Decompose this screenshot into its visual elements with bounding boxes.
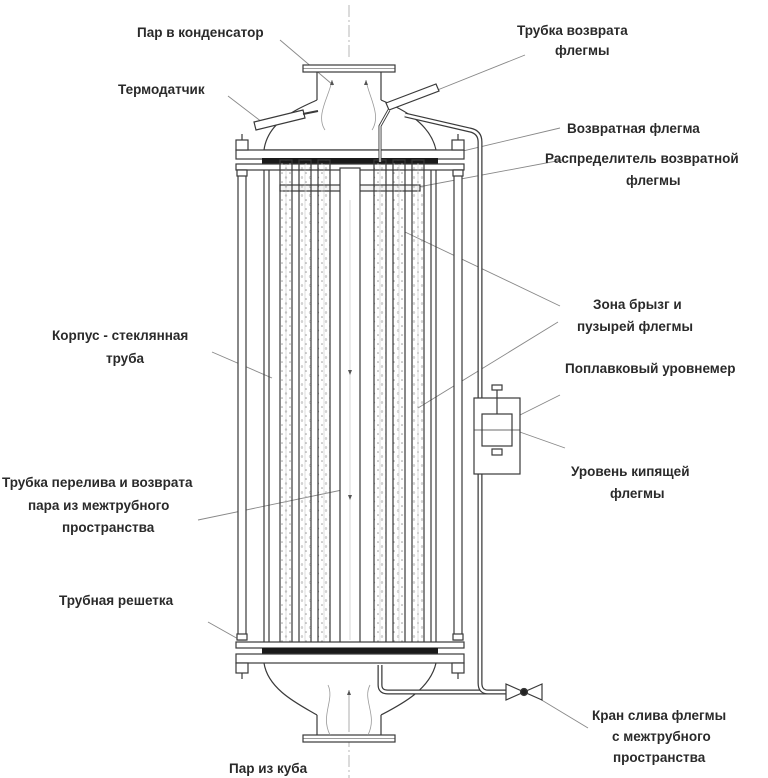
label-overflow-1: Трубка перелива и возврата xyxy=(2,475,193,490)
upper-flange xyxy=(235,134,465,171)
label-drain-1: Кран слива флегмы xyxy=(592,708,726,723)
thermosensor xyxy=(253,109,319,131)
label-distributor-1: Распределитель возвратной xyxy=(545,151,739,166)
label-float-gauge: Поплавковый уровнемер xyxy=(565,361,736,376)
label-body-2: труба xyxy=(106,351,145,366)
label-spray-zone-1: Зона брызг и xyxy=(593,297,682,312)
label-overflow-2: пара из межтрубного xyxy=(28,498,169,513)
label-thermosensor: Термодатчик xyxy=(118,82,205,97)
return-reflux-tube xyxy=(378,83,440,162)
float-level-gauge xyxy=(473,384,521,475)
label-distributor-2: флегмы xyxy=(626,173,681,188)
label-body-1: Корпус - стеклянная xyxy=(52,328,188,343)
label-steam-to-condenser: Пар в конденсатор xyxy=(137,25,264,40)
apparatus xyxy=(235,5,543,778)
top-dome xyxy=(263,99,437,151)
tie-rods xyxy=(236,169,464,641)
label-return-tube-2: флегмы xyxy=(555,43,610,58)
bottom-dome xyxy=(263,662,437,716)
label-drain-2: с межтрубного xyxy=(612,729,711,744)
bypass-pipe xyxy=(377,112,506,695)
label-return-tube-1: Трубка возврата xyxy=(517,23,628,38)
lower-flange xyxy=(235,641,465,679)
label-spray-zone-2: пузырей флегмы xyxy=(577,319,693,334)
label-drain-3: пространства xyxy=(613,750,706,765)
drain-valve xyxy=(505,683,543,701)
tube-bundle xyxy=(279,159,425,653)
glass-body xyxy=(263,170,437,642)
label-boiling-level-2: флегмы xyxy=(610,486,665,501)
labels: Пар в конденсатор Термодатчик Трубка воз… xyxy=(2,23,739,776)
label-boiling-level-1: Уровень кипящей xyxy=(571,464,690,479)
label-overflow-3: пространства xyxy=(62,520,155,535)
label-steam-from-cube: Пар из куба xyxy=(229,761,308,776)
label-return-reflux: Возвратная флегма xyxy=(567,121,700,136)
bottom-flange xyxy=(302,715,396,743)
top-flange xyxy=(302,64,396,100)
label-tube-sheet: Трубная решетка xyxy=(59,593,174,608)
